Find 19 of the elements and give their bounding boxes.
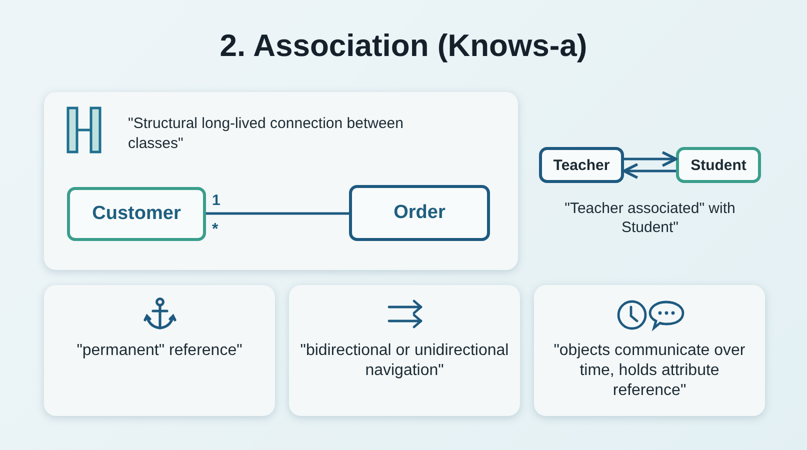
card [44,92,518,270]
arrow [624,150,678,168]
card [44,285,275,416]
title: 2. Association (Knows-a) [218,28,588,64]
class-box: Customer [67,187,206,241]
multiplicity-label: 1 [212,191,222,210]
class-box: Student [676,147,761,183]
arrow [622,162,676,180]
class-box: Order [349,185,490,241]
caption-text: "Teacher associated" with Student" [564,199,736,237]
quote-text: "bidirectional or unidirectional navigation" [299,341,510,381]
card [289,285,520,416]
quote-text: "objects communicate over time, holds attribute reference" [552,341,746,401]
association-line [206,212,349,215]
multiplicity-label: * [212,220,220,239]
quote-text: "Structural long-lived connection between classes" [128,114,404,154]
quote-text: "permanent" reference" [76,341,244,361]
card [534,285,765,416]
class-box: Teacher [539,147,624,183]
